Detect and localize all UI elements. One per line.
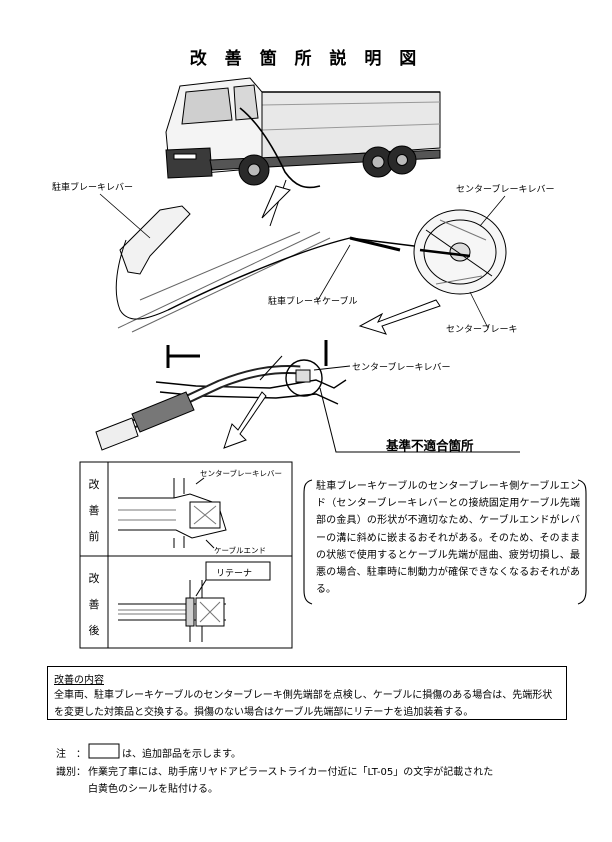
label-parking-lever: 駐車ブレーキレバー [52, 183, 134, 193]
after-char-1: 改 [88, 572, 100, 585]
label-center-lever-top: センターブレーキレバー [456, 185, 555, 195]
before-char-3: 前 [88, 530, 100, 543]
improvement-heading: 改善の内容 [54, 675, 104, 686]
problem-description: 駐車ブレーキケーブルのセンターブレーキ側ケーブルエンド（センターブレーキレバーと… [316, 481, 580, 596]
compare-box [79, 461, 293, 649]
improvement-box: 改善の内容 全車両、駐車ブレーキケーブルのセンターブレーキ側先端部を点検し、ケー… [47, 666, 567, 720]
after-char-3: 後 [88, 624, 100, 637]
truck-illustration [165, 77, 441, 189]
additional-part-marker [88, 743, 120, 759]
label-before-lever: センターブレーキレバー [200, 469, 283, 478]
label-retainer: リテーナ [216, 569, 253, 579]
identification-text-2: 白黄色のシールを貼付ける。 [88, 784, 218, 795]
identification-text-1: 作業完了車には、助手席リヤドアピラーストライカー付近に「LT-05」の文字が記載… [88, 767, 494, 778]
label-center-brake: センターブレーキ [446, 325, 518, 335]
before-char-1: 改 [88, 478, 100, 491]
label-nonconforming: 基準不適合箇所 [386, 438, 474, 453]
label-center-lever-mid: センターブレーキレバー [352, 363, 451, 373]
cable-route [115, 179, 431, 333]
label-before-cable-end: ケーブルエンド [214, 546, 267, 555]
center-brake-drum [413, 209, 507, 295]
cable-end-assembly [95, 340, 520, 453]
note-label: 注 ： [56, 749, 86, 760]
improvement-body: 全車両、駐車ブレーキケーブルのセンターブレーキ側先端部を点検し、ケーブルに損傷の… [54, 690, 553, 718]
identification-label: 識別： [56, 767, 86, 778]
note-text: は、追加部品を示します。 [122, 749, 241, 760]
before-char-2: 善 [88, 504, 100, 517]
label-parking-cable: 駐車ブレーキケーブル [268, 297, 358, 307]
page-title: 改 善 箇 所 説 明 図 [189, 49, 423, 69]
after-char-2: 善 [88, 598, 100, 611]
